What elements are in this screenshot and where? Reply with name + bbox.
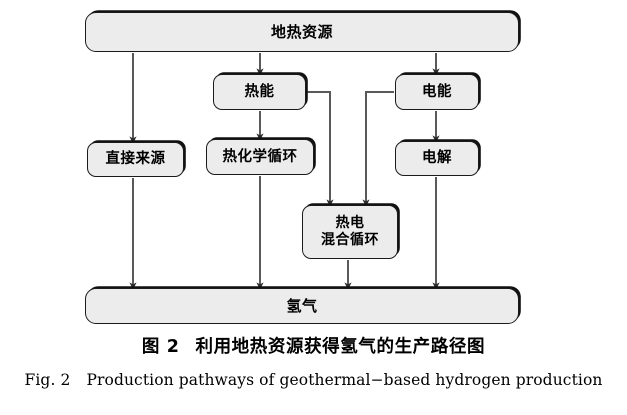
node-thermochemical-cycle: 热化学循环 xyxy=(206,139,314,175)
node-direct-source: 直接来源 xyxy=(87,142,184,177)
edge-thermal-hybrid xyxy=(307,91,334,207)
node-label: 热化学循环 xyxy=(222,148,298,165)
edge-electric-hybrid xyxy=(362,91,394,207)
node-label: 氢气 xyxy=(286,296,318,315)
node-thermal-energy: 热能 xyxy=(213,74,306,110)
node-label: 电解 xyxy=(422,150,452,167)
node-hydrogen: 氢气 xyxy=(85,288,519,324)
node-label: 直接来源 xyxy=(105,151,166,168)
figure-title-cn: 利用地热资源获得氢气的生产路径图 xyxy=(195,337,486,357)
figure-title-en: Production pathways of geothermal−based … xyxy=(86,371,603,389)
figure-caption-english: Fig. 2 Production pathways of geothermal−… xyxy=(0,371,627,389)
figure-number-cn: 图 2 xyxy=(141,337,180,357)
node-label-block: 热电 混合循环 xyxy=(321,215,379,249)
node-electrolysis: 电解 xyxy=(395,141,479,176)
node-electric-energy: 电能 xyxy=(395,74,479,110)
node-label: 地热资源 xyxy=(270,22,333,41)
node-label: 热能 xyxy=(244,83,275,100)
node-label-line1: 热电 xyxy=(335,214,365,231)
figure-number-en: Fig. 2 xyxy=(24,371,71,389)
node-label: 电能 xyxy=(422,83,452,100)
node-geothermal-resource: 地热资源 xyxy=(85,12,519,52)
flowchart-canvas: 地热资源 热能 电能 直接来源 热化学循环 电解 热电 混合循环 氢气 xyxy=(85,12,519,324)
flowchart-connectors xyxy=(129,53,440,290)
node-hybrid-thermoelectric-cycle: 热电 混合循环 xyxy=(302,205,398,259)
node-label-line2: 混合循环 xyxy=(321,232,379,248)
figure-caption-chinese: 图 2 利用地热资源获得氢气的生产路径图 xyxy=(0,333,627,358)
